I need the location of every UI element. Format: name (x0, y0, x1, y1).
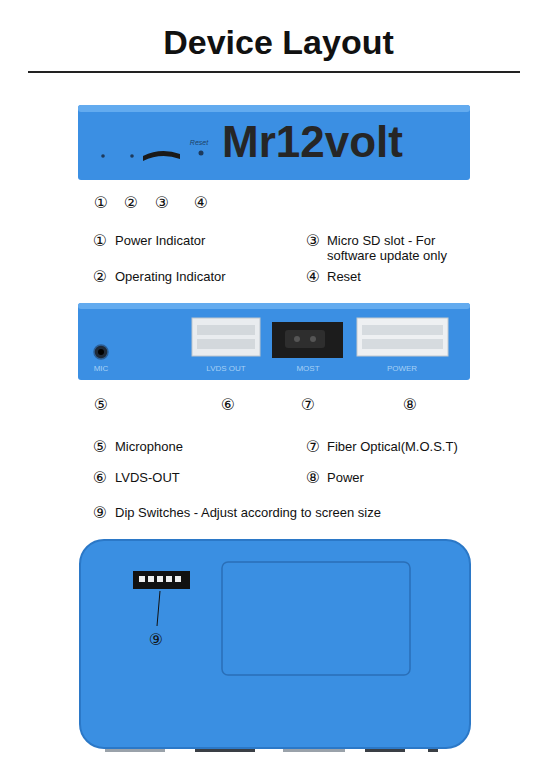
power-pin-row (362, 339, 443, 349)
callout-number: ⑤ (93, 438, 107, 456)
part-description: Micro SD slot - For software update only (327, 233, 477, 263)
part-description: Power Indicator (115, 233, 205, 248)
callout-number: ⑦ (306, 438, 320, 456)
part-description: Power (327, 470, 364, 485)
power-connector (357, 318, 448, 356)
reset-marking: Reset (190, 139, 208, 147)
port-marking: MOST (296, 365, 319, 374)
power-led (101, 154, 105, 158)
reset-hole (199, 151, 204, 156)
callout-number: ② (124, 194, 138, 212)
back-panel-top (78, 303, 470, 309)
back-panel: MIC LVDS OUT MOST POWER (78, 303, 470, 380)
most-connector (272, 322, 343, 358)
mic-jack-hole (98, 349, 104, 355)
callout-number: ④ (194, 194, 208, 212)
callout-number: ⑤ (94, 396, 108, 414)
power-pin-row (362, 325, 443, 335)
callout-number: ⑥ (221, 396, 235, 414)
callout-number: ③ (155, 194, 169, 212)
port-marking: POWER (387, 365, 417, 374)
title-rule (28, 71, 520, 73)
dip-toggle (175, 576, 181, 582)
part-description: Dip Switches - Adjust according to scree… (115, 505, 381, 520)
callout-number: ⑧ (403, 396, 417, 414)
callout-number: ⑨ (93, 504, 107, 522)
bottom-housing (80, 540, 470, 748)
page-title: Device Layout (0, 22, 557, 62)
fiber-port (294, 336, 300, 342)
callout-number: ⑧ (306, 469, 320, 487)
port-marking: MIC (94, 365, 109, 374)
callout-number: ⑥ (93, 469, 107, 487)
front-panel-top (78, 105, 470, 112)
part-description: LVDS-OUT (115, 470, 180, 485)
most-socket (285, 330, 325, 348)
callout-number: ⑨ (149, 631, 163, 649)
mic-jack (94, 345, 108, 359)
back-panel-body (78, 303, 470, 380)
callout-number: ① (94, 194, 108, 212)
lvds-connector (192, 318, 260, 356)
callout-number: ④ (306, 268, 320, 286)
callout-number: ① (93, 232, 107, 250)
callout-number: ⑦ (301, 396, 315, 414)
part-description: Microphone (115, 439, 183, 454)
dip-toggle (166, 576, 172, 582)
dip-toggle (139, 576, 145, 582)
part-description: Operating Indicator (115, 269, 226, 284)
front-panel-body (78, 105, 470, 180)
part-description: Reset (327, 269, 361, 284)
leader-line (157, 591, 160, 626)
dip-toggle (157, 576, 163, 582)
part-description: Fiber Optical(M.O.S.T) (327, 439, 458, 454)
lvds-pin-row (197, 339, 255, 349)
port-marking: LVDS OUT (206, 365, 245, 374)
fiber-port (310, 336, 316, 342)
brand-logo: Mr12volt (222, 118, 403, 166)
callout-number: ③ (306, 232, 320, 250)
lvds-pin-row (197, 325, 255, 335)
front-panel: Reset Mr12volt (78, 105, 470, 180)
dip-switch (133, 571, 190, 589)
sd-slot (143, 151, 180, 161)
operating-led (130, 154, 134, 158)
label-recess (222, 562, 410, 675)
dip-toggle (148, 576, 154, 582)
callout-number: ② (93, 268, 107, 286)
